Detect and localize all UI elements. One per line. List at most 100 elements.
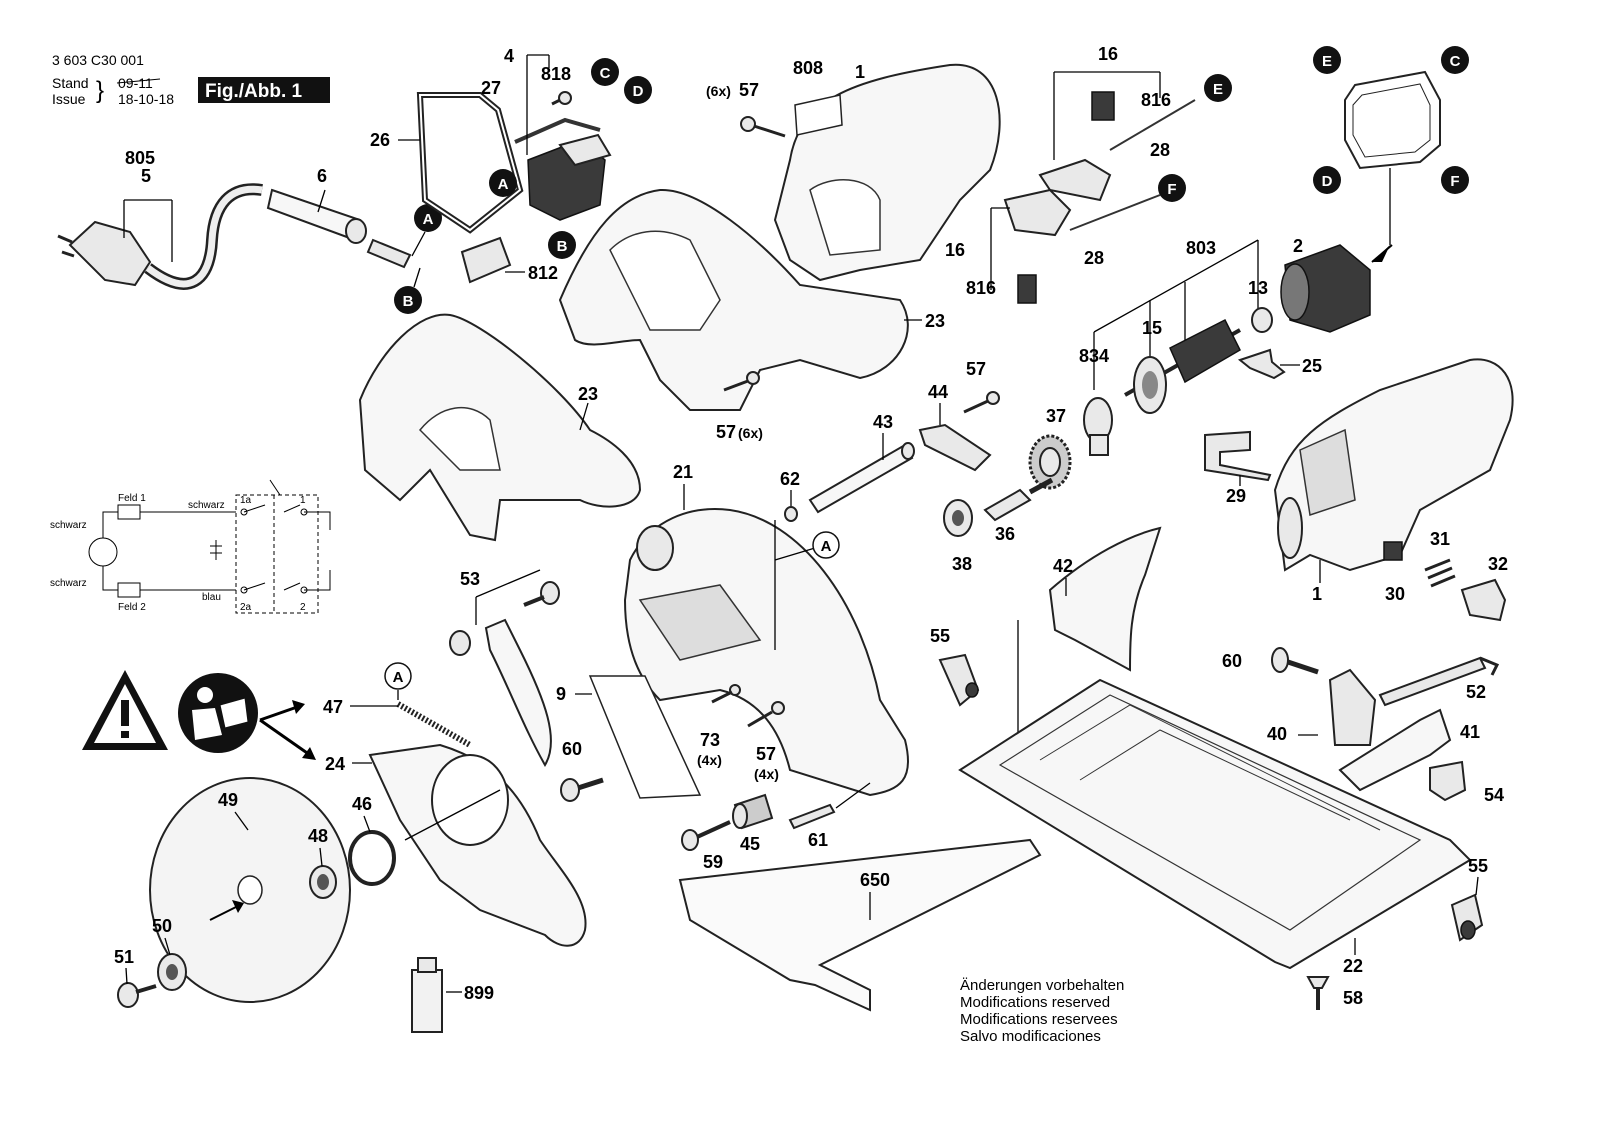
part-label: 47 [323, 697, 343, 717]
power-plug [57, 220, 152, 287]
brace-glyph: } [96, 77, 104, 104]
handle-half-upper [558, 188, 909, 411]
connector-b-badge: B [394, 286, 422, 314]
part-label: 44 [928, 382, 948, 402]
bearing-13 [1251, 307, 1273, 333]
baffle-834 [1083, 397, 1113, 456]
part-label: 42 [1053, 556, 1073, 576]
part-label: 51 [114, 947, 134, 967]
part-label: 73 [700, 730, 720, 750]
bolt-51 [117, 982, 157, 1008]
svg-text:F: F [1450, 173, 1459, 190]
svg-text:C: C [1450, 53, 1461, 70]
part-label: 25 [1302, 356, 1322, 376]
label-9 [588, 675, 702, 799]
part-label: 650 [860, 870, 890, 890]
gear-37 [1028, 434, 1072, 490]
svg-text:A: A [393, 669, 404, 686]
part-label: 55 [1468, 856, 1488, 876]
part-label: 6 [317, 166, 327, 186]
part-label: 57 [739, 80, 759, 100]
part-label: 62 [780, 469, 800, 489]
part-label: 16 [945, 240, 965, 260]
terminal-1: 1 [300, 495, 306, 506]
note-line: Modifications reserved [960, 994, 1110, 1011]
lever-44 [918, 423, 992, 472]
connector-a-badge-2: A [489, 169, 517, 197]
shaft-43 [808, 442, 915, 514]
blau-label: blau [202, 592, 221, 603]
base-plate [958, 678, 1472, 970]
connector-e-badge-stator: E [1313, 46, 1341, 74]
connector-d-badge-top: D [624, 76, 652, 104]
wiring-diagram [88, 479, 331, 614]
svg-text:D: D [1322, 173, 1333, 190]
feld2-label: Feld 2 [118, 602, 146, 613]
terminal-2a: 2a [240, 602, 252, 613]
part-label: 41 [1460, 722, 1480, 742]
svg-text:B: B [403, 293, 414, 310]
svg-text:C: C [600, 65, 611, 82]
part-label: 45 [740, 834, 760, 854]
washer-53 [449, 630, 471, 656]
arrow-24 [259, 718, 311, 757]
part-label: 805 [125, 148, 155, 168]
feld1-label: Feld 1 [118, 493, 146, 504]
part-label: 54 [1484, 785, 1504, 805]
part-label: 24 [325, 754, 345, 774]
bolt-60-base [1271, 647, 1319, 675]
part-label: 812 [528, 263, 558, 283]
terminal-2: 2 [300, 602, 306, 613]
part-label: 49 [218, 790, 238, 810]
note-line: Modifications reservees [960, 1011, 1118, 1028]
screw-57-guard [747, 701, 785, 728]
svg-text:B: B [557, 238, 568, 255]
part-label: 15 [1142, 318, 1162, 338]
brush-holder-bottom [1003, 188, 1072, 237]
part-label: 1 [1312, 584, 1322, 604]
arrow-47 [259, 704, 301, 722]
knob-45 [732, 793, 774, 830]
part-label: (6x) [738, 425, 763, 441]
figure-tag-box [198, 77, 330, 103]
part-label: 57 [756, 744, 776, 764]
flange-48 [309, 865, 337, 899]
screw-58 [1306, 976, 1330, 1010]
read-manual-icon [178, 673, 258, 753]
part-label: 9 [556, 684, 566, 704]
flange-46 [348, 830, 396, 886]
pin-61 [788, 803, 836, 830]
stator-outline [1344, 70, 1441, 170]
washer-62 [784, 506, 798, 522]
saw-blade [149, 777, 351, 1003]
part-label: 53 [460, 569, 480, 589]
screw-57-lower [723, 371, 760, 392]
part-label: 834 [1079, 346, 1109, 366]
svg-text:A: A [423, 211, 434, 228]
clamp-55-bottom [1450, 893, 1484, 942]
part-label: 37 [1046, 406, 1066, 426]
riving-knife-42 [1048, 526, 1162, 672]
bearing-38 [943, 499, 973, 537]
part-label: 803 [1186, 238, 1216, 258]
issue-date: 18-10-18 [118, 91, 174, 107]
part-label: 2 [1293, 236, 1303, 256]
carbon-brush-2 [1017, 274, 1037, 304]
part-label: 61 [808, 830, 828, 850]
bracket-40 [1328, 668, 1377, 746]
screw-73 [711, 684, 741, 704]
connector-a-badge: A [414, 204, 442, 232]
switch-wires [514, 117, 601, 144]
schwarz-label-3: schwarz [188, 500, 225, 511]
bracket-25 [1237, 348, 1286, 380]
part-label: 13 [1248, 278, 1268, 298]
note-line: Salvo modificaciones [960, 1028, 1101, 1045]
schwarz-label-1: schwarz [50, 520, 87, 531]
part-label: (4x) [754, 766, 779, 782]
part-label: 816 [966, 278, 996, 298]
armature [1124, 318, 1241, 414]
lever-53 [484, 618, 552, 767]
schwarz-label-2: schwarz [50, 578, 87, 589]
